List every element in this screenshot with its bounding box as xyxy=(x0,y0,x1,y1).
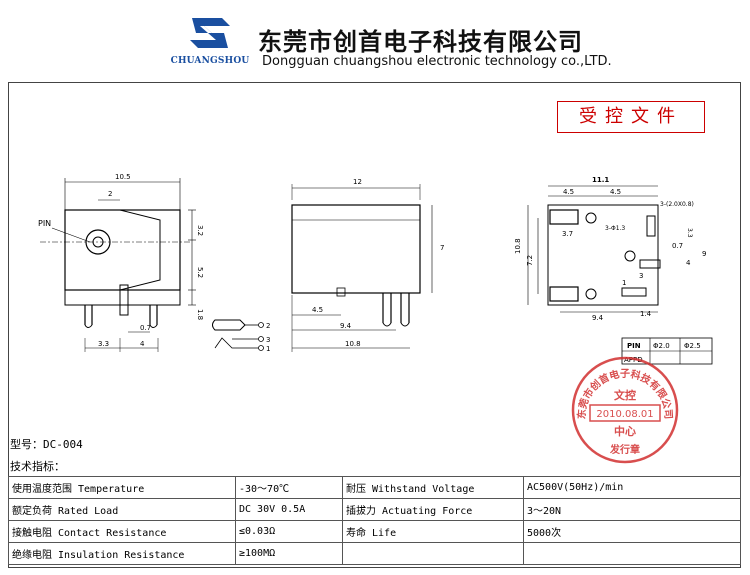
company-name-english: Dongguan chuangshou electronic technolog… xyxy=(262,54,612,69)
table-cell: AC500V(50Hz)/min xyxy=(523,476,741,499)
technical-drawing: 10.5 2 PIN 3.2 5.2 1.8 0.7 3.3 4 xyxy=(38,173,713,365)
table-row: 使用温度范围 Temperature -30～70℃ 耐压 Withstand … xyxy=(8,476,741,499)
table-cell: 使用温度范围 Temperature xyxy=(8,476,236,499)
pcb-dim-37-label: 3.7 xyxy=(562,230,573,238)
pcb-dim-33-label: 3.3 xyxy=(686,228,693,238)
table-cell xyxy=(342,542,524,565)
front-bottom-left-label: 3.3 xyxy=(98,340,109,348)
pcb-width-label: 11.1 xyxy=(592,176,609,184)
pcb-half-b-label: 4.5 xyxy=(610,188,621,196)
side-dim-a-label: 4.5 xyxy=(312,306,323,314)
model-number: 型号：DC-004 xyxy=(10,438,83,451)
table-cell: -30～70℃ xyxy=(235,476,343,499)
table-cell: 5000次 xyxy=(523,520,741,543)
stamp-center-top: 文控 xyxy=(614,388,636,402)
front-view: 10.5 2 PIN 3.2 5.2 1.8 0.7 3.3 4 xyxy=(38,173,204,352)
pcb-dim-07-label: 0.7 xyxy=(672,242,683,250)
pin-callout-label: PIN xyxy=(38,219,51,228)
company-name-chinese: 东莞市创首电子科技有限公司 xyxy=(258,27,583,56)
table-cell: 耐压 Withstand Voltage xyxy=(342,476,524,499)
front-bottom-right-label: 4 xyxy=(140,340,145,348)
front-top-offset-label: 2 xyxy=(108,190,112,198)
front-width-label: 10.5 xyxy=(115,173,131,181)
table-cell: 接触电阻 Contact Resistance xyxy=(8,520,236,543)
table-cell: DC 30V 0.5A xyxy=(235,498,343,521)
pcb-layout: 11.1 4.5 4.5 3-(2.0X0.8) 3.7 3-Φ1.3 0.7 … xyxy=(514,176,706,322)
side-dim-c-label: 10.8 xyxy=(345,340,361,348)
side-width-label: 12 xyxy=(353,178,362,186)
pcb-dim-94-label: 9.4 xyxy=(592,314,604,322)
table-cell xyxy=(523,542,741,565)
schematic-pin-2-label: 2 xyxy=(266,322,270,330)
table-cell: 额定负荷 Rated Load xyxy=(8,498,236,521)
schematic-symbol: 2 3 1 xyxy=(212,319,270,353)
front-dim-a-label: 3.2 xyxy=(196,225,204,236)
table-cell: 3～20N xyxy=(523,498,741,521)
pcb-half-a-label: 4.5 xyxy=(563,188,574,196)
spec-table: 使用温度范围 Temperature -30～70℃ 耐压 Withstand … xyxy=(8,476,741,565)
table-row: 绝缘电阻 Insulation Resistance ≥100MΩ xyxy=(8,542,741,565)
stamp-center-bottom: 中心 xyxy=(614,424,636,438)
pcb-dim-1-label: 1 xyxy=(622,279,626,287)
chuangshou-logo-icon xyxy=(190,18,230,48)
logo-wordmark: CHUANGSHOU xyxy=(170,56,250,66)
pcb-dim-72-label: 7.2 xyxy=(526,255,534,266)
stamp-footer: 发行章 xyxy=(609,443,640,456)
pcb-dim-108-label: 10.8 xyxy=(514,238,522,254)
table-cell: ≥100MΩ xyxy=(235,542,343,565)
pcb-dim-3-label: 3 xyxy=(639,272,643,280)
pin-table-header: PIN xyxy=(627,342,641,350)
schematic-pin-1-label: 1 xyxy=(266,345,270,353)
front-pin-gap-label: 0.7 xyxy=(140,324,151,332)
side-height-label: 7 xyxy=(440,244,444,252)
pin-table-col2: Φ2.5 xyxy=(684,342,701,350)
table-cell: ≤0.03Ω xyxy=(235,520,343,543)
table-row: 接触电阻 Contact Resistance ≤0.03Ω 寿命 Life 5… xyxy=(8,520,741,543)
pcb-hole-label: 3-Φ1.3 xyxy=(605,225,625,232)
front-dim-c-label: 1.8 xyxy=(196,309,204,320)
pcb-dim-9-label: 9 xyxy=(702,250,706,258)
pcb-dim-4-label: 4 xyxy=(686,259,691,267)
document-frame xyxy=(8,82,741,568)
table-row: 额定负荷 Rated Load DC 30V 0.5A 插拔力 Actuatin… xyxy=(8,498,741,521)
side-dim-b-label: 9.4 xyxy=(340,322,352,330)
pin-diameter-table: PIN Φ2.0 Φ2.5 APPD xyxy=(621,337,713,365)
table-cell: 插拔力 Actuating Force xyxy=(342,498,524,521)
front-dim-b-label: 5.2 xyxy=(196,267,204,278)
schematic-pin-3-label: 3 xyxy=(266,336,270,344)
table-cell: 绝缘电阻 Insulation Resistance xyxy=(8,542,236,565)
pcb-pad-label: 3-(2.0X0.8) xyxy=(660,201,694,208)
pcb-dim-14-label: 1.4 xyxy=(640,310,652,318)
tech-specs-title: 技术指标： xyxy=(10,460,65,473)
letterhead: CHUANGSHOU 东莞市创首电子科技有限公司 Dongguan chuang… xyxy=(0,0,750,80)
side-view: 12 7 4.5 9.4 10.8 xyxy=(291,178,444,352)
document-control-stamp: 东莞市创首电子科技有限公司 文控 2010.08.01 中心 发行章 xyxy=(571,356,679,464)
table-cell: 寿命 Life xyxy=(342,520,524,543)
pin-table-row: APPD xyxy=(624,356,643,364)
stamp-date: 2010.08.01 xyxy=(596,409,653,420)
pin-table-col1: Φ2.0 xyxy=(653,342,670,350)
controlled-document-box: 受控文件 xyxy=(557,101,705,133)
